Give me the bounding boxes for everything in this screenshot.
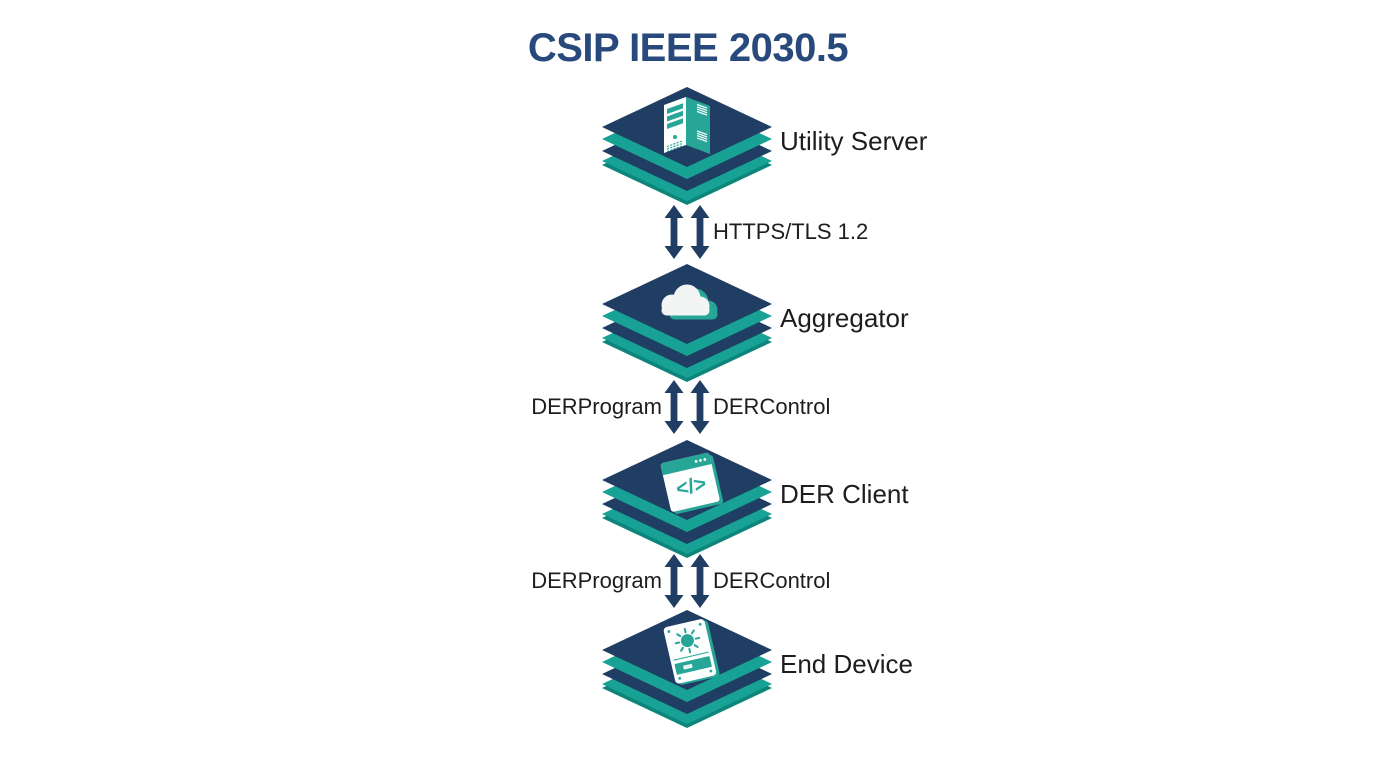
node-der-client: </> DER Client <box>602 440 1022 558</box>
dercontrol-label: DERControl <box>713 568 831 593</box>
isometric-platform: </> <box>602 440 772 558</box>
derprogram-label: DERProgram <box>531 568 662 593</box>
page-title: CSIP IEEE 2030.5 <box>527 26 849 70</box>
double-arrow-icon <box>664 554 684 608</box>
link-aggregator-derclient: DERProgram DERControl <box>0 380 1376 434</box>
node-label-utility-server: Utility Server <box>780 126 928 156</box>
server-icon <box>664 97 710 154</box>
node-end-device: End Device <box>602 610 1022 728</box>
sun-icon <box>680 634 694 648</box>
link-utility-aggregator: HTTPS/TLS 1.2 <box>0 205 1376 259</box>
dercontrol-label: DERControl <box>713 394 831 419</box>
node-utility-server: Utility Server <box>602 87 1022 205</box>
derprogram-label: DERProgram <box>531 394 662 419</box>
double-arrow-icon <box>690 554 710 608</box>
double-arrow-icon <box>664 380 684 434</box>
double-arrow-icon <box>690 380 710 434</box>
link-derclient-enddevice: DERProgram DERControl <box>0 554 1376 608</box>
isometric-platform <box>602 87 772 205</box>
cloud-icon <box>661 284 718 320</box>
node-aggregator: Aggregator <box>602 264 1022 382</box>
node-label-end-device: End Device <box>780 649 913 679</box>
inverter-icon <box>663 619 720 685</box>
isometric-platform <box>602 264 772 382</box>
node-label-der-client: DER Client <box>780 479 909 509</box>
double-arrow-icon <box>664 205 684 259</box>
isometric-platform <box>602 610 772 728</box>
double-arrow-icon <box>690 205 710 259</box>
node-label-aggregator: Aggregator <box>780 303 909 333</box>
code-window-icon: </> <box>660 452 724 514</box>
protocol-label: HTTPS/TLS 1.2 <box>713 219 869 244</box>
